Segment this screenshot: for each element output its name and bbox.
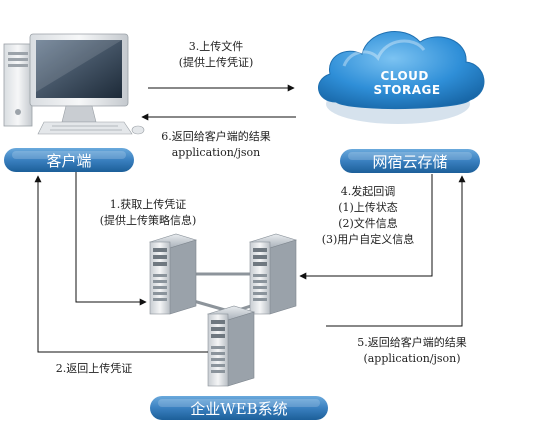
edge-label-4: 4.发起回调 (1)上传状态 (2)文件信息 (3)用户自定义信息 <box>322 184 415 246</box>
arrow-2 <box>34 175 208 353</box>
arrow-5 <box>326 175 466 327</box>
svg-text:6.返回给客户端的结果: 6.返回给客户端的结果 <box>161 129 271 143</box>
svg-text:2.返回上传凭证: 2.返回上传凭证 <box>56 361 133 375</box>
svg-text:(2)文件信息: (2)文件信息 <box>338 216 398 230</box>
svg-text:application/json: application/json <box>172 146 261 159</box>
svg-text:(提供上传凭证): (提供上传凭证) <box>179 55 254 69</box>
edge-label-5: 5.返回给客户端的结果 (application/json) <box>357 335 467 365</box>
computer-icon <box>3 33 145 135</box>
edge-label-2: 2.返回上传凭证 <box>56 361 133 375</box>
client-node: 客户端 <box>4 148 134 172</box>
server-cluster <box>149 233 297 387</box>
storage-node: 网宿云存储 <box>340 149 480 173</box>
svg-text:(application/json): (application/json) <box>363 352 460 365</box>
edge-label-1: 1.获取上传凭证 (提供上传策略信息) <box>100 197 197 227</box>
svg-text:(3)用户自定义信息: (3)用户自定义信息 <box>322 232 415 246</box>
edge-label-3: 3.上传文件 (提供上传凭证) <box>179 39 254 69</box>
cloud-logo-text: CLOUD STORAGE <box>373 69 440 97</box>
cloud-icon: CLOUD STORAGE <box>318 31 485 124</box>
client-label: 客户端 <box>46 152 91 170</box>
svg-text:1.获取上传凭证: 1.获取上传凭证 <box>110 197 187 211</box>
svg-text:4.发起回调: 4.发起回调 <box>341 184 396 198</box>
svg-text:(1)上传状态: (1)上传状态 <box>338 200 398 214</box>
arrow-4 <box>299 174 433 280</box>
storage-label: 网宿云存储 <box>372 153 447 171</box>
svg-text:(提供上传策略信息): (提供上传策略信息) <box>100 213 197 227</box>
edge-label-6: 6.返回给客户端的结果 application/json <box>161 129 271 159</box>
web-system-node: 企业WEB系统 <box>150 396 328 420</box>
server-icon <box>207 305 255 387</box>
svg-text:3.上传文件: 3.上传文件 <box>189 39 244 53</box>
web-system-label: 企业WEB系统 <box>190 400 287 418</box>
arrows <box>34 84 466 353</box>
server-icon <box>249 233 297 315</box>
svg-text:5.返回给客户端的结果: 5.返回给客户端的结果 <box>357 335 467 349</box>
arrow-1 <box>75 172 147 306</box>
server-icon <box>149 233 197 315</box>
